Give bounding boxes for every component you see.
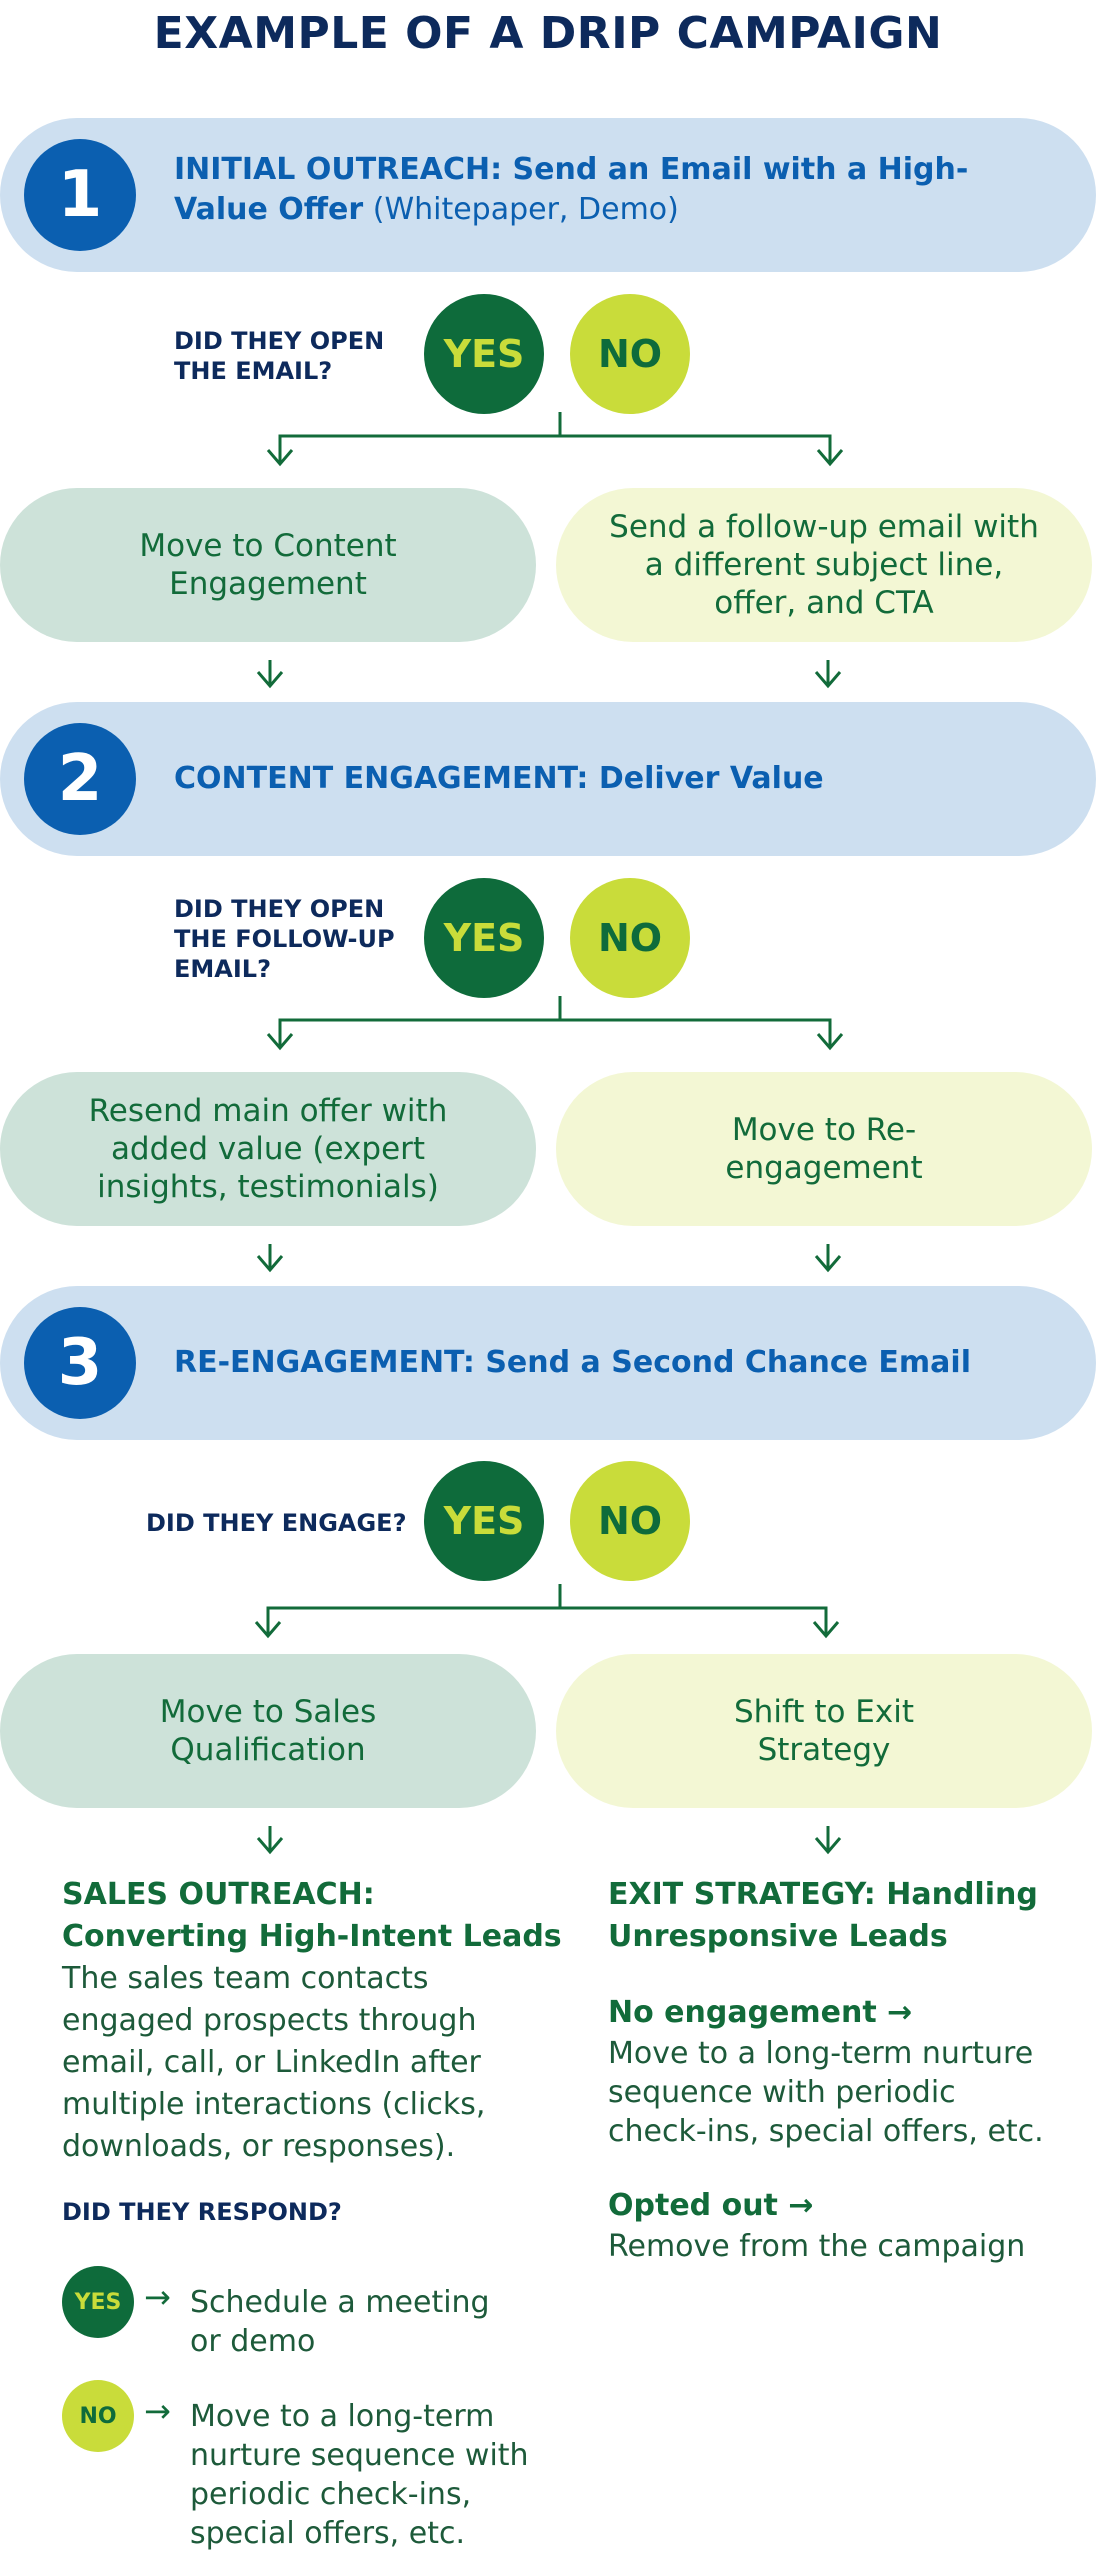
exit-strategy-section: EXIT STRATEGY: Handling Unresponsive Lea… [608,1874,1058,2266]
decision-2-question: DID THEY OPEN THE FOLLOW-UP EMAIL? [174,895,395,983]
outcome-3-yes: Move to Sales Qualification [0,1654,536,1808]
decision-1-yes: YES [424,294,544,414]
outcome-1-yes: Move to Content Engagement [0,488,536,642]
step-1-number: 1 [24,139,136,251]
decision-1-question: DID THEY OPEN THE EMAIL? [174,327,385,385]
outcome-1-no: Send a follow-up email with a different … [556,488,1092,642]
exit-case2-text: Remove from the campaign [608,2229,1026,2264]
step-1-label: INITIAL OUTREACH: Send an Email with a H… [174,152,969,227]
sales-yes-badge: YES [62,2266,134,2338]
outcome-2-no: Move to Re-engagement [556,1072,1092,1226]
decision-3-no: NO [570,1461,690,1581]
sales-yes-text: Schedule a meeting or demo [190,2285,490,2359]
decision-3-question: DID THEY ENGAGE? [146,1509,407,1537]
outcome-3-no: Shift to Exit Strategy [556,1654,1092,1808]
step-3-band [0,1286,1096,1440]
step-3-label: RE-ENGAGEMENT: Send a Second Chance Emai… [174,1345,971,1380]
sales-no-arrow: → [144,2392,171,2430]
decision-3-yes: YES [424,1461,544,1581]
sales-outreach-section: SALES OUTREACH: Converting High-Intent L… [62,1874,562,2226]
step-2-band [0,702,1096,856]
exit-case2-title: Opted out → [608,2188,814,2223]
exit-case1-text: Move to a long-term nurture sequence wit… [608,2036,1044,2149]
sales-question: DID THEY RESPOND? [62,2198,342,2226]
sales-no-text: Move to a long-term nurture sequence wit… [190,2399,529,2551]
step-3-number: 3 [24,1307,136,1419]
step-1-band [0,118,1096,272]
sales-outreach-heading: SALES OUTREACH: Converting High-Intent L… [62,1877,562,1954]
exit-strategy-heading: EXIT STRATEGY: Handling Unresponsive Lea… [608,1877,1038,1954]
step-2-label: CONTENT ENGAGEMENT: Deliver Value [174,761,824,796]
sales-yes-arrow: → [144,2278,171,2316]
step-2-number: 2 [24,723,136,835]
sales-no-badge: NO [62,2380,134,2452]
decision-1-no: NO [570,294,690,414]
sales-outreach-body: The sales team contacts engaged prospect… [62,1961,486,2164]
decision-2-yes: YES [424,878,544,998]
exit-case1-title: No engagement → [608,1995,913,2030]
page-title: EXAMPLE OF A DRIP CAMPAIGN [153,8,943,59]
decision-2-no: NO [570,878,690,998]
outcome-2-yes: Resend main offer with added value (expe… [0,1072,536,1226]
